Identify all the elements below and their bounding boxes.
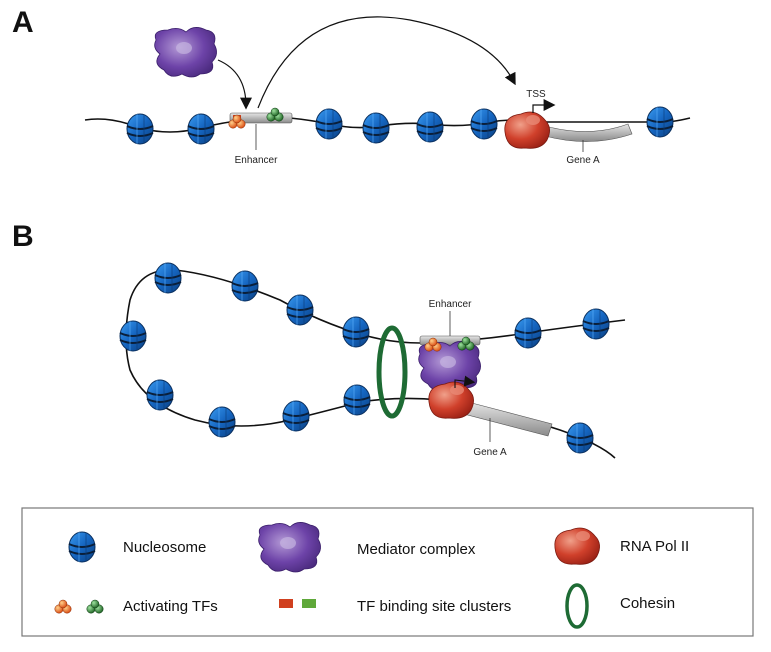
gene-a-bar-b bbox=[463, 401, 553, 437]
nucleosome-icon bbox=[146, 379, 174, 411]
legend-activating-tfs: Activating TFs bbox=[123, 598, 218, 615]
legend-rna-pol: RNA Pol II bbox=[620, 538, 689, 555]
rna-pol-icon bbox=[554, 527, 601, 565]
nucleosome-icon bbox=[646, 106, 674, 138]
tss-label: TSS bbox=[526, 89, 546, 100]
cohesin-ring bbox=[376, 325, 408, 419]
legend-mediator: Mediator complex bbox=[357, 541, 476, 558]
nucleosome-icon bbox=[362, 112, 390, 144]
rna-pol-icon bbox=[504, 111, 551, 149]
mediator-icon bbox=[154, 26, 218, 78]
nucleosome-icon bbox=[582, 308, 610, 340]
panel-a-letter: A bbox=[12, 6, 34, 39]
panel-a: A Enhancer Gene A TSS bbox=[12, 6, 691, 166]
mediator-arrow bbox=[217, 59, 252, 110]
nucleosome-icon bbox=[282, 400, 310, 432]
tf-site-green bbox=[302, 599, 316, 608]
legend: Nucleosome Mediator complex RNA Pol II A… bbox=[21, 507, 754, 637]
loop-arrow bbox=[257, 16, 516, 109]
mediator-icon bbox=[258, 521, 322, 573]
nucleosome-icon bbox=[231, 270, 259, 302]
enhancer-label-a: Enhancer bbox=[235, 155, 278, 166]
nucleosome-icon bbox=[566, 422, 594, 454]
cohesin-icon bbox=[565, 583, 589, 629]
nucleosome-icon bbox=[315, 108, 343, 140]
nucleosome-icon bbox=[286, 294, 314, 326]
nucleosome-icon bbox=[208, 406, 236, 438]
tss-arrow bbox=[532, 99, 556, 113]
enhancer-label-b: Enhancer bbox=[429, 299, 472, 310]
legend-cohesin: Cohesin bbox=[620, 595, 675, 612]
legend-nucleosome: Nucleosome bbox=[123, 539, 206, 556]
nucleosome-icon bbox=[154, 262, 182, 294]
tss-arrow-b bbox=[454, 375, 476, 388]
nucleosome-icon bbox=[470, 108, 498, 140]
nucleosome-icon bbox=[342, 316, 370, 348]
panel-b-letter: B bbox=[12, 220, 34, 253]
legend-box bbox=[21, 507, 754, 637]
nucleosome-icon bbox=[119, 320, 147, 352]
nucleosome-icon bbox=[343, 384, 371, 416]
panel-b: B Enhancer Gene A bbox=[12, 220, 626, 459]
gene-label-a: Gene A bbox=[566, 155, 600, 166]
nucleosome-icon bbox=[514, 317, 542, 349]
nucleosome-icon bbox=[416, 111, 444, 143]
rna-pol-icon bbox=[428, 381, 475, 419]
tf-site-red bbox=[279, 599, 293, 608]
legend-tf-binding: TF binding site clusters bbox=[357, 598, 511, 615]
nucleosome-icon bbox=[68, 531, 96, 563]
gene-label-b: Gene A bbox=[473, 447, 507, 458]
gene-a-bar bbox=[544, 123, 633, 142]
nucleosome-icon bbox=[126, 113, 154, 145]
nucleosome-icon bbox=[187, 113, 215, 145]
